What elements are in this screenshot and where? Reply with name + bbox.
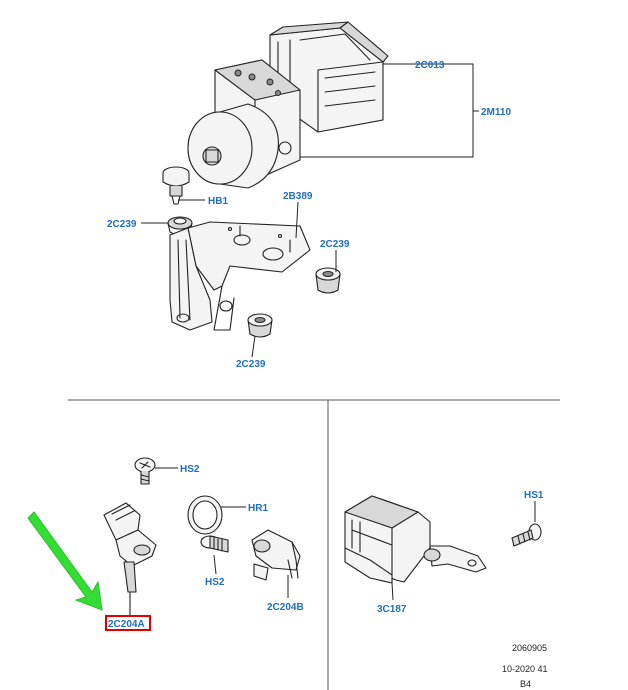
sensor-2c204a-drawing <box>103 502 157 617</box>
bottom-right-leader-lines <box>391 501 536 601</box>
hb1-bolt-drawing <box>162 166 190 205</box>
abs-hydraulic-unit-drawing <box>187 21 474 189</box>
bottom-left-leader-lines <box>155 467 289 598</box>
top-leader-lines <box>141 63 479 358</box>
label-2b389[interactable]: 2B389 <box>283 191 313 202</box>
label-hs1[interactable]: HS1 <box>524 490 544 501</box>
label-2c239-bottom[interactable]: 2C239 <box>236 359 266 370</box>
label-3c187[interactable]: 3C187 <box>377 604 407 615</box>
reference-code: B4 <box>520 679 531 689</box>
label-2c204a[interactable]: 2C204A <box>108 619 145 630</box>
green-arrow-indicator <box>27 511 103 611</box>
grommet-right-drawing <box>315 267 341 294</box>
grommet-bottom-drawing <box>247 313 273 338</box>
sensor-2c204b-drawing <box>251 529 301 581</box>
label-hs2-bottom[interactable]: HS2 <box>205 577 225 588</box>
label-hb1[interactable]: HB1 <box>208 196 228 207</box>
module-3c187-drawing <box>344 495 487 584</box>
label-hs2-top[interactable]: HS2 <box>180 464 200 475</box>
label-2m110[interactable]: 2M110 <box>481 107 511 118</box>
label-hr1[interactable]: HR1 <box>248 503 268 514</box>
label-2c239-right[interactable]: 2C239 <box>320 239 350 250</box>
label-2c013[interactable]: 2C013 <box>415 60 445 71</box>
label-2c204b[interactable]: 2C204B <box>267 602 304 613</box>
bracket-drawing <box>169 221 311 331</box>
hs2-bottom-screw-drawing <box>200 535 229 553</box>
hs2-top-screw-drawing <box>134 457 156 485</box>
label-2c239-left[interactable]: 2C239 <box>107 219 137 230</box>
reference-date: 10-2020 41 <box>502 664 548 674</box>
highlight-box <box>105 615 151 631</box>
reference-number: 2060905 <box>512 643 547 653</box>
hr1-oring-drawing <box>187 495 223 535</box>
hs1-screw-drawing <box>511 523 542 547</box>
